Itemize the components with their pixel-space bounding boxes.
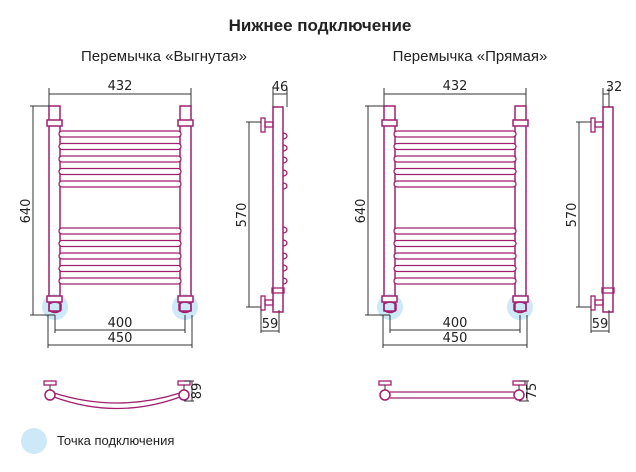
connection-point-legend-icon [21, 428, 47, 454]
left-rail [48, 105, 61, 312]
crossbar [58, 264, 182, 273]
fitting [177, 119, 194, 127]
crossbar [393, 167, 517, 176]
dimension-width-top: 432 [443, 79, 468, 94]
dimension-width-top: 432 [108, 79, 133, 94]
side-bar-end [282, 182, 288, 190]
side-bar-end [282, 132, 288, 140]
side-valve-top [264, 121, 274, 128]
fitting [512, 295, 529, 303]
crossbar [393, 227, 517, 235]
dimension-top-view-depth: 89 [190, 383, 205, 400]
side-valve-bottom [264, 299, 274, 306]
crossbar [58, 142, 182, 151]
fitting [381, 119, 398, 127]
crossbar [393, 155, 517, 163]
crossbar [393, 142, 517, 151]
side-valve-top [594, 121, 604, 128]
dimension-width-bottom: 450 [108, 331, 133, 346]
fitting [46, 119, 63, 127]
crossbar [58, 277, 182, 285]
side-valve-top [260, 117, 266, 133]
side-bar-end [282, 252, 288, 260]
crossbar [58, 167, 182, 176]
dimension-axis-distance: 400 [443, 316, 468, 331]
top-view-valve [513, 389, 525, 401]
side-valve-bottom [594, 299, 604, 306]
crossbar [58, 252, 182, 260]
valve [383, 301, 397, 314]
dimension-side-depth: 32 [606, 80, 623, 95]
dimension-side-height: 570 [235, 203, 250, 228]
side-fitting [601, 287, 615, 294]
crossbar [58, 180, 182, 188]
side-bar-end [282, 264, 288, 272]
valve [513, 301, 527, 314]
top-view-fitting [512, 380, 526, 386]
top-view-valve [178, 389, 190, 401]
title: Нижнее подключение [229, 16, 412, 35]
crossbar [393, 180, 517, 188]
valve [178, 301, 192, 314]
dimension-height: 640 [354, 199, 369, 224]
fitting [46, 295, 63, 303]
side-bar-end [282, 226, 288, 234]
top-view-valve [379, 389, 391, 401]
valve [48, 301, 62, 314]
dimension-height: 640 [19, 199, 34, 224]
fitting [177, 295, 194, 303]
side-bar-end [282, 277, 288, 285]
dimension-top-view-depth: 75 [525, 383, 540, 400]
dimension-side-depth: 46 [272, 80, 289, 95]
crossbar [393, 264, 517, 273]
side-bar-end [282, 156, 288, 164]
left-rail [383, 105, 396, 312]
crossbar [58, 130, 182, 138]
legend-label: Точка подключения [57, 433, 174, 448]
crossbar [393, 239, 517, 248]
top-view-valve [44, 389, 56, 401]
side-bar-end [282, 144, 288, 152]
dimension-side-offset: 59 [592, 317, 609, 332]
side-valve-top [590, 117, 596, 133]
crossbar [58, 155, 182, 163]
side-valve-bottom [260, 295, 266, 311]
dimension-axis-distance: 400 [108, 316, 133, 331]
dimension-side-offset: 59 [262, 317, 279, 332]
crossbar [393, 252, 517, 260]
top-view-fitting [378, 380, 392, 386]
top-view-fitting [177, 380, 191, 386]
top-view-bar [53, 396, 181, 410]
right-rail [514, 105, 527, 312]
side-bar-end [282, 169, 288, 177]
variant-label-curved: Перемычка «Выгнутая» [81, 48, 247, 65]
dimension-side-height: 570 [565, 203, 580, 228]
side-valve-bottom [590, 295, 596, 311]
top-view-bar [53, 392, 181, 404]
side-rail [602, 106, 614, 313]
crossbar [58, 239, 182, 248]
dimension-width-bottom: 450 [443, 331, 468, 346]
side-bar-end [282, 239, 288, 247]
fitting [381, 295, 398, 303]
right-rail [179, 105, 192, 312]
crossbar [393, 130, 517, 138]
variant-label-straight: Перемычка «Прямая» [393, 48, 548, 65]
fitting [512, 119, 529, 127]
side-rail [272, 106, 284, 313]
crossbar [393, 277, 517, 285]
top-view-fitting [43, 380, 57, 386]
side-fitting [271, 287, 285, 294]
crossbar [58, 227, 182, 235]
